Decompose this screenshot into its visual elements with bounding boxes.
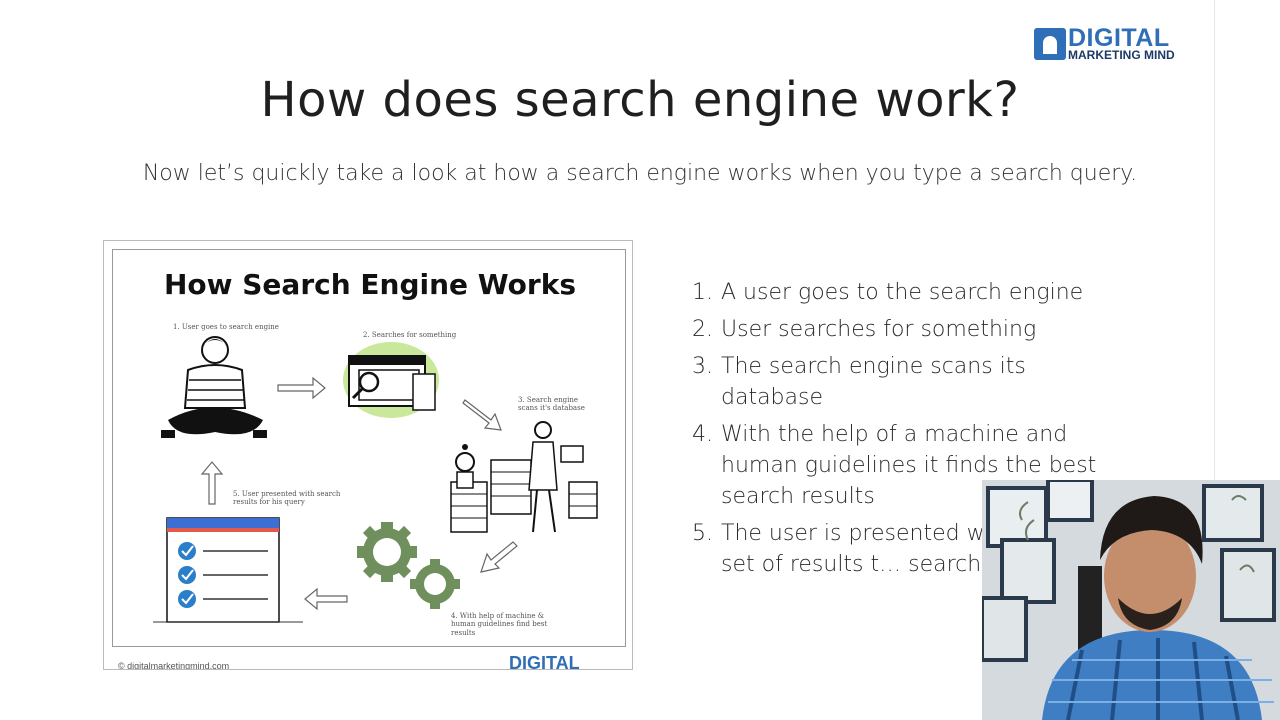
arrow-icon — [304, 587, 348, 611]
results-browser-icon — [153, 517, 303, 623]
arrow-icon — [462, 399, 502, 431]
step-number: 1. — [692, 280, 713, 305]
step-number: 4. — [692, 422, 713, 447]
arrow-icon — [200, 461, 224, 505]
caption-step1: 1. User goes to search engine — [173, 323, 279, 331]
search-window-icon — [343, 342, 439, 418]
step-item: 1. A user goes to the search engine — [692, 277, 1112, 308]
webcam-overlay — [982, 480, 1280, 720]
infographic-illustration — [153, 336, 598, 623]
presenter-video — [982, 480, 1280, 720]
logo-mark-icon — [1034, 28, 1066, 60]
caption-step3: 3. Search engine scans it's database — [518, 396, 585, 413]
slide-title: How does search engine work? — [260, 72, 1020, 128]
gears-icon — [357, 522, 460, 609]
caption-step2: 2. Searches for something — [363, 331, 457, 339]
step-text: A user goes to the search engine — [721, 280, 1084, 305]
infographic-logo: DIGITAL — [509, 653, 580, 670]
step-number: 5. — [692, 521, 713, 546]
infographic-title: How Search Engine Works — [163, 268, 576, 301]
robot-human-icon — [450, 421, 598, 533]
arrow-icon — [480, 541, 518, 573]
infographic-frame: How Search Engine Works — [112, 249, 626, 647]
step-item: 4. With the help of a machine and human g… — [692, 419, 1112, 512]
caption-step5: 5. User presented with search results fo… — [233, 490, 341, 507]
step-text: The search engine scans its database — [721, 354, 1026, 410]
slide-subtitle: Now let’s quickly take a look at how a s… — [142, 161, 1138, 186]
arrow-icon — [277, 376, 326, 400]
step-number: 3. — [692, 354, 713, 379]
logo-line2: MARKETING MIND — [1068, 48, 1175, 62]
logo-line1: DIGITAL — [1068, 24, 1170, 52]
person-icon — [161, 336, 267, 438]
infographic-copyright: © digitalmarketingmind.com — [118, 661, 230, 670]
step-item: 3. The search engine scans its database — [692, 351, 1112, 413]
slide-edge — [1214, 0, 1215, 720]
step-text: With the help of a machine and human gui… — [721, 422, 1097, 509]
step-item: 2. User searches for something — [692, 314, 1112, 345]
brand-logo: DIGITAL MARKETING MIND — [1034, 24, 1192, 64]
step-number: 2. — [692, 317, 713, 342]
caption-step4: 4. With help of machine & human guidelin… — [451, 612, 548, 637]
infographic-image: How Search Engine Works — [103, 240, 633, 670]
step-text: User searches for something — [721, 317, 1037, 342]
